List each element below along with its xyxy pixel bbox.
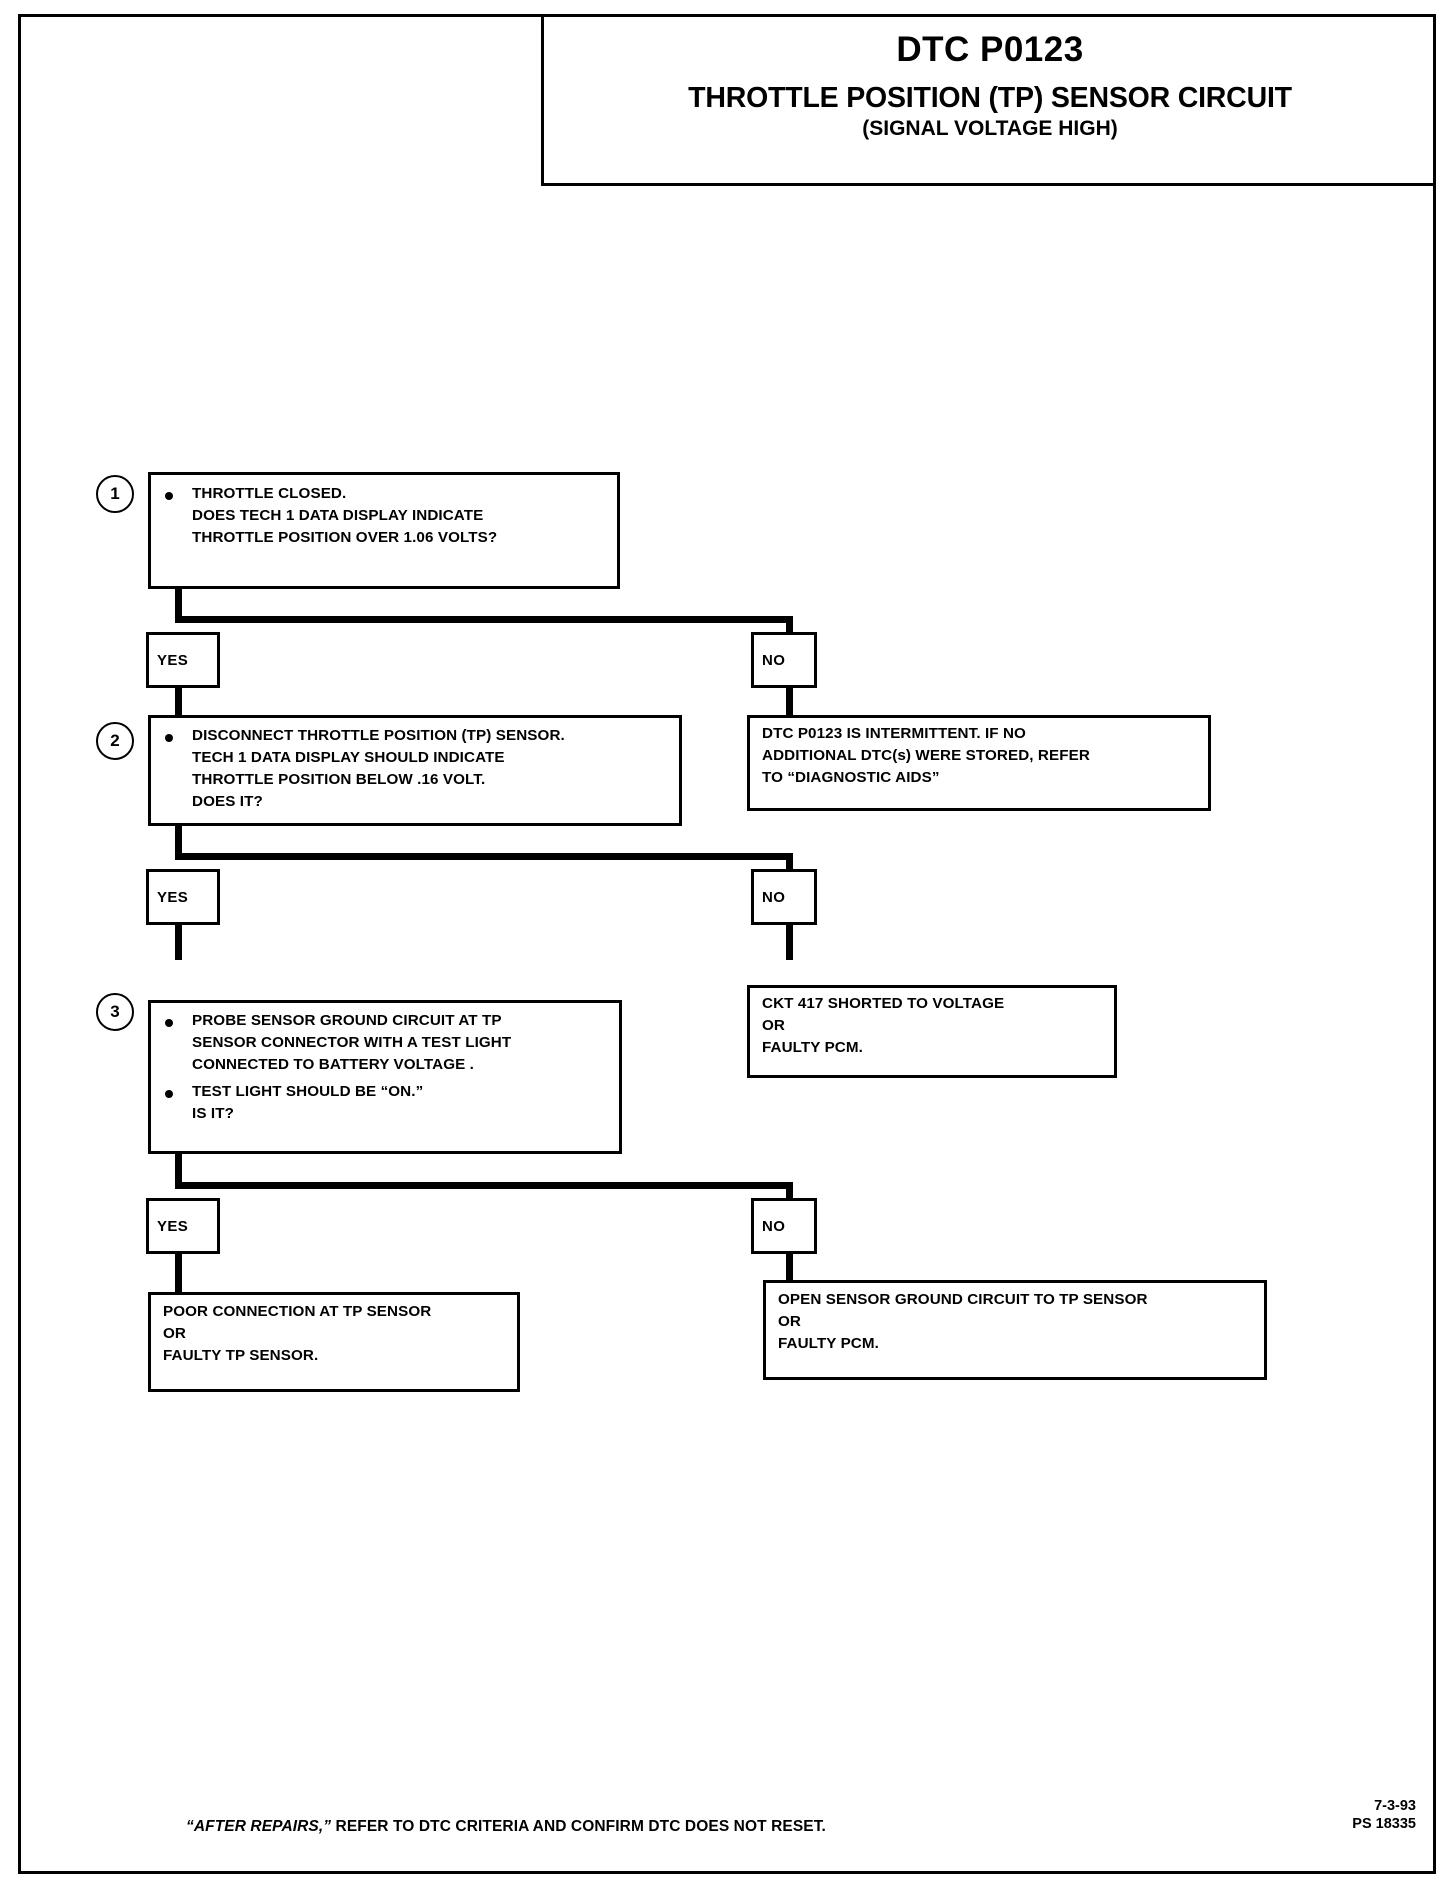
step-2-line-4: DOES IT? <box>192 793 263 810</box>
connector-no3-to-outcome <box>786 1252 793 1282</box>
step-2-line-1: DISCONNECT THROTTLE POSITION (TP) SENSOR… <box>192 727 565 744</box>
branch-yes-2-label: YES <box>157 888 189 906</box>
outcome-ckt417-line-2: OR <box>762 1017 785 1034</box>
outcome-poor-connection-line-3: FAULTY TP SENSOR. <box>163 1347 319 1364</box>
step-3-line-1: PROBE SENSOR GROUND CIRCUIT AT TP <box>192 1012 502 1029</box>
connector-step3-branch <box>175 1182 793 1189</box>
step-number-2: 2 <box>96 722 134 760</box>
bullet-icon <box>165 492 173 500</box>
connector-step1-down <box>175 589 182 623</box>
outcome-intermittent-box <box>747 715 1211 811</box>
bullet-icon <box>165 1019 173 1027</box>
step-3-line-4: TEST LIGHT SHOULD BE “ON.” <box>192 1083 424 1100</box>
branch-no-3-label: NO <box>762 1217 786 1235</box>
connector-no1-to-outcome <box>786 686 793 718</box>
footer-note-rest: REFER TO DTC CRITERIA AND CONFIRM DTC DO… <box>331 1818 826 1835</box>
step-3-line-3: CONNECTED TO BATTERY VOLTAGE . <box>192 1056 475 1073</box>
outcome-intermittent-line-2: ADDITIONAL DTC(s) WERE STORED, REFER <box>762 747 1090 764</box>
connector-no3-down <box>786 1182 793 1211</box>
branch-yes-3: YES <box>146 1198 220 1254</box>
connector-yes1-to-step2 <box>175 686 182 718</box>
branch-yes-1-label: YES <box>157 651 189 669</box>
connector-step2-branch <box>175 853 793 860</box>
outcome-poor-connection-box <box>148 1292 520 1392</box>
page-border <box>18 14 1436 1874</box>
outcome-ckt417-line-1: CKT 417 SHORTED TO VOLTAGE <box>762 995 1005 1012</box>
outcome-intermittent-line-3: TO “DIAGNOSTIC AIDS” <box>762 769 940 786</box>
outcome-poor-connection-line-2: OR <box>163 1325 186 1342</box>
bullet-icon <box>165 1090 173 1098</box>
page-title-subtitle: (SIGNAL VOLTAGE HIGH) <box>862 117 1118 141</box>
page-title-dtc: DTC P0123 <box>896 30 1084 69</box>
step-number-1: 1 <box>96 475 134 513</box>
connector-yes3-to-outcome <box>175 1252 182 1294</box>
branch-no-1-label: NO <box>762 651 786 669</box>
step-2-line-2: TECH 1 DATA DISPLAY SHOULD INDICATE <box>192 749 505 766</box>
footer-note: “AFTER REPAIRS,” REFER TO DTC CRITERIA A… <box>186 1818 826 1836</box>
outcome-poor-connection-line-1: POOR CONNECTION AT TP SENSOR <box>163 1303 432 1320</box>
step-3-box <box>148 1000 622 1154</box>
step-1-line-2: DOES TECH 1 DATA DISPLAY INDICATE <box>192 507 484 524</box>
outcome-open-ground-line-3: FAULTY PCM. <box>778 1335 879 1352</box>
page-title-main: THROTTLE POSITION (TP) SENSOR CIRCUIT <box>688 82 1292 115</box>
branch-no-2: NO <box>751 869 817 925</box>
outcome-open-ground-line-1: OPEN SENSOR GROUND CIRCUIT TO TP SENSOR <box>778 1291 1148 1308</box>
outcome-ckt417-box <box>747 985 1117 1078</box>
connector-no1-down <box>786 616 793 645</box>
step-2-box <box>148 715 682 826</box>
outcome-open-ground-line-2: OR <box>778 1313 801 1330</box>
step-1-line-1: THROTTLE CLOSED. <box>192 485 347 502</box>
footer-code: 7-3-93 PS 18335 <box>1352 1797 1416 1833</box>
connector-yes2-to-step3 <box>175 923 182 960</box>
branch-yes-1: YES <box>146 632 220 688</box>
branch-no-2-label: NO <box>762 888 786 906</box>
connector-no2-to-outcome <box>786 923 793 960</box>
connector-step3-down <box>175 1154 182 1189</box>
step-1-box <box>148 472 620 589</box>
step-number-3: 3 <box>96 993 134 1031</box>
branch-no-1: NO <box>751 632 817 688</box>
bullet-icon <box>165 734 173 742</box>
outcome-open-ground-box <box>763 1280 1267 1380</box>
connector-step2-down <box>175 826 182 860</box>
footer-part-code: PS 18335 <box>1352 1816 1416 1832</box>
step-3-line-5: IS IT? <box>192 1105 234 1122</box>
outcome-ckt417-line-3: FAULTY PCM. <box>762 1039 863 1056</box>
title-block: DTC P0123 THROTTLE POSITION (TP) SENSOR … <box>541 14 1436 186</box>
connector-no2-down <box>786 853 793 882</box>
step-1-line-3: THROTTLE POSITION OVER 1.06 VOLTS? <box>192 529 498 546</box>
footer-date: 7-3-93 <box>1374 1798 1416 1814</box>
footer-note-italic: “AFTER REPAIRS,” <box>186 1818 332 1835</box>
step-2-line-3: THROTTLE POSITION BELOW .16 VOLT. <box>192 771 486 788</box>
outcome-intermittent-line-1: DTC P0123 IS INTERMITTENT. IF NO <box>762 725 1026 742</box>
branch-no-3: NO <box>751 1198 817 1254</box>
step-3-line-2: SENSOR CONNECTOR WITH A TEST LIGHT <box>192 1034 512 1051</box>
branch-yes-2: YES <box>146 869 220 925</box>
connector-step1-branch <box>175 616 793 623</box>
branch-yes-3-label: YES <box>157 1217 189 1235</box>
